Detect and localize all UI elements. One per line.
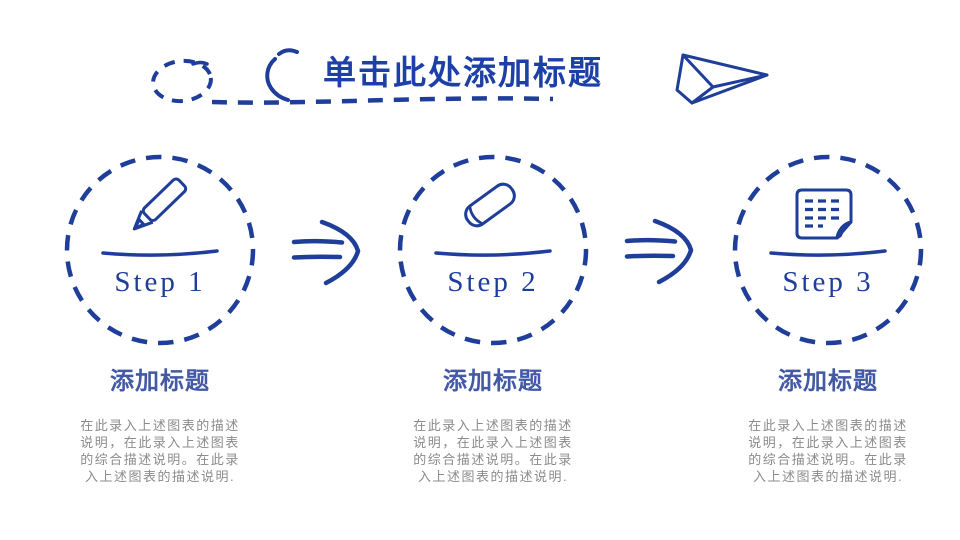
step-2-label[interactable]: Step 2 [447, 266, 539, 298]
dashed-circle [732, 154, 924, 346]
step-2-graphic [397, 154, 589, 346]
double-line-arrow-icon [291, 219, 361, 286]
icon-underline [434, 249, 552, 257]
dashed-loop-icon [151, 58, 213, 104]
step-1-graphic [64, 154, 256, 346]
step-2-description[interactable]: 在此录入上述图表的描述 说明，在此录入上述图表 的综合描述说明。在此录 入上述图… [413, 418, 573, 484]
step-3-label[interactable]: Step 3 [782, 266, 874, 298]
step-1-heading[interactable]: 添加标题 [110, 368, 210, 395]
dashed-underline [211, 96, 554, 105]
step-3-description[interactable]: 在此录入上述图表的描述 说明，在此录入上述图表 的综合描述说明。在此录 入上述图… [748, 418, 908, 484]
pencil-icon [132, 177, 188, 231]
curl-hook-icon [277, 48, 299, 56]
step-1-description[interactable]: 在此录入上述图表的描述 说明，在此录入上述图表 的综合描述说明。在此录 入上述图… [80, 418, 240, 484]
step-3-heading[interactable]: 添加标题 [778, 368, 878, 395]
step-2-heading[interactable]: 添加标题 [443, 368, 543, 395]
icon-underline [101, 249, 219, 257]
title-decoration [151, 48, 769, 105]
icon-underline [769, 249, 887, 257]
dashed-circle [64, 154, 256, 346]
note-icon [795, 188, 853, 240]
step-3-graphic [732, 154, 924, 346]
curl-hook-icon [265, 57, 290, 102]
loop-inner-dash [191, 60, 209, 66]
slide-title-placeholder[interactable]: 单击此处添加标题 [323, 54, 603, 91]
dashed-circle [397, 154, 589, 346]
paper-plane-icon [675, 53, 769, 105]
step-1-label[interactable]: Step 1 [114, 266, 206, 298]
double-line-arrow-icon [624, 218, 694, 285]
eraser-icon [464, 182, 516, 228]
